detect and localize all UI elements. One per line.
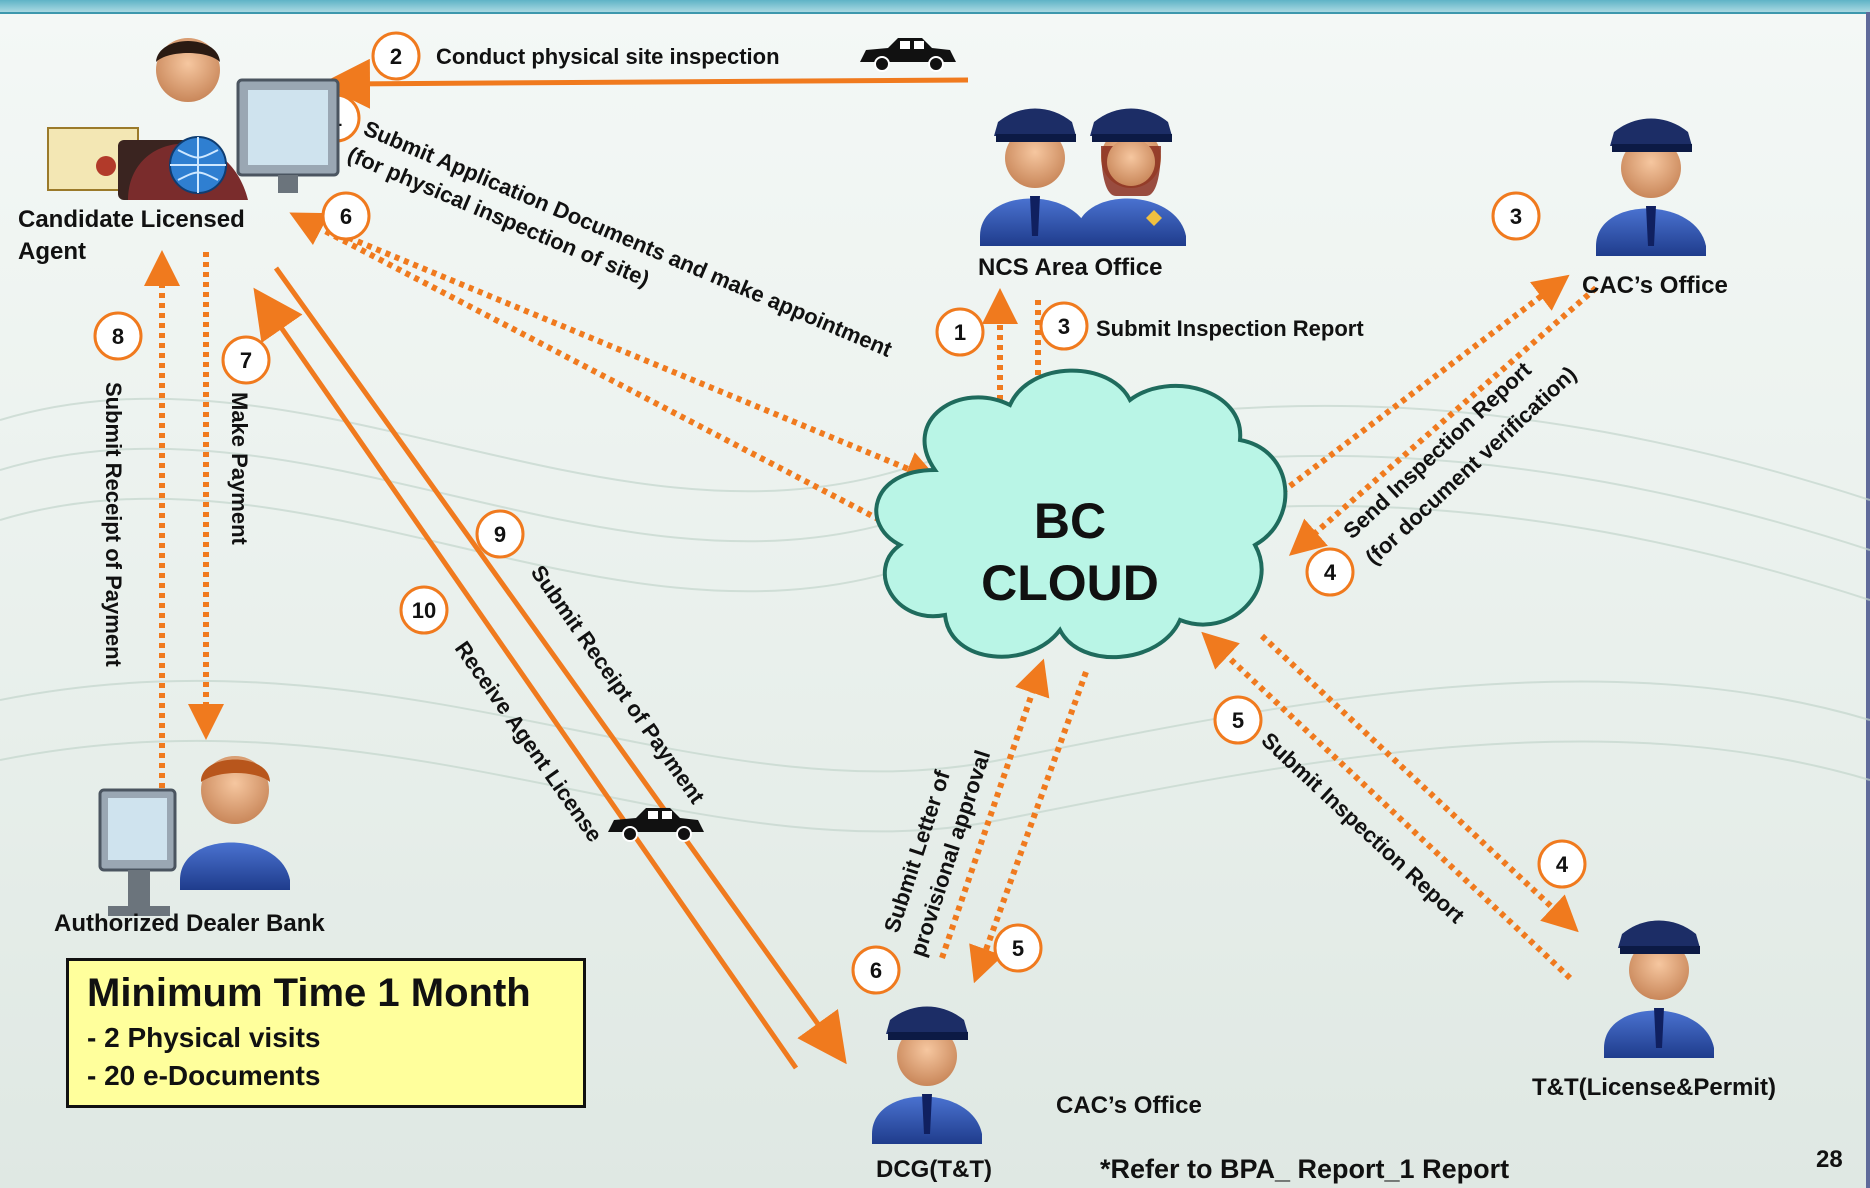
step-circle-2: 2 (371, 31, 421, 81)
step-circle-3-cac: 3 (1491, 191, 1541, 241)
svg-text:6: 6 (340, 204, 352, 229)
step-circle-5-dcg: 5 (993, 923, 1043, 973)
cloud-label-line2: CLOUD (981, 555, 1159, 611)
step-circle-4-cac: 4 (1305, 547, 1355, 597)
arrow-9 (273, 266, 847, 1065)
note-line-documents: - 20 e-Documents (87, 1060, 321, 1091)
bank-clerk-icon (98, 756, 290, 916)
svg-text:5: 5 (1232, 708, 1244, 733)
svg-text:2: 2 (390, 44, 402, 69)
label-arrow-10: Receive Agent License (450, 637, 607, 847)
label-ncs-area-office: NCS Area Office (978, 254, 1163, 281)
note-line-visits: - 2 Physical visits (87, 1022, 321, 1053)
bc-cloud: BC CLOUD (874, 368, 1288, 660)
label-arrow-5: Submit Inspection Report (1257, 727, 1470, 928)
svg-text:3: 3 (1058, 314, 1070, 339)
svg-text:4: 4 (1556, 852, 1569, 877)
top-banner (0, 0, 1870, 14)
label-arrow-1-line1: Submit Application Documents and make ap… (360, 116, 896, 362)
footer-reference: *Refer to BPA_ Report_1 Report (1100, 1154, 1510, 1184)
arrow-5-tt (1201, 631, 1573, 981)
officer-icon (872, 1006, 982, 1144)
car-icon (608, 808, 704, 842)
arrow-3-cac (1280, 274, 1570, 495)
step-circle-7: 7 (221, 335, 271, 385)
step-circle-1-ncs: 1 (935, 307, 985, 357)
officer-icon (1604, 920, 1714, 1058)
officer-icon (1596, 118, 1706, 256)
step-circle-10: 10 (399, 585, 449, 635)
label-candidate: Candidate Licensed Agent (18, 206, 245, 265)
label-dcg: DCG(T&T) (876, 1156, 992, 1183)
step-circle-9: 9 (475, 509, 525, 559)
svg-text:8: 8 (112, 324, 124, 349)
arrow-6-dcg (939, 658, 1050, 959)
arrow-6-candidate (289, 212, 882, 523)
label-arrow-2: Conduct physical site inspection (436, 44, 780, 69)
arrow-1-submit-docs (328, 227, 942, 486)
step-circle-3-ncs: 3 (1039, 301, 1089, 351)
label-arrow-8: Submit Receipt of Payment (101, 382, 126, 668)
arrow-4-tt (1259, 633, 1579, 933)
label-arrow-4-line2: (for document verification) (1360, 361, 1581, 569)
svg-text:5: 5 (1012, 936, 1024, 961)
label-cac-office-bottom: CAC’s Office (1056, 1092, 1202, 1119)
svg-text:1: 1 (954, 320, 966, 345)
svg-text:6: 6 (870, 958, 882, 983)
label-arrow-4-line1: Send Inspection Report (1338, 357, 1536, 544)
svg-text:7: 7 (240, 348, 252, 373)
arrow-2 (320, 58, 969, 109)
svg-text:3: 3 (1510, 204, 1522, 229)
svg-text:9: 9 (494, 522, 506, 547)
officer-icon (1076, 108, 1186, 246)
arrow-10 (253, 287, 799, 1070)
businessman-icon (47, 38, 340, 200)
minimum-time-note: Minimum Time 1 Month - 2 Physical visits… (66, 958, 586, 1108)
svg-text:10: 10 (412, 598, 436, 623)
arrow-5-dcg (969, 670, 1089, 984)
label-arrow-7: Make Payment (227, 392, 252, 546)
step-circle-6-dcg: 6 (851, 945, 901, 995)
car-icon (860, 38, 956, 72)
officer-icon (980, 108, 1090, 246)
svg-text:4: 4 (1324, 560, 1337, 585)
page-number: 28 (1816, 1146, 1843, 1173)
step-circle-5-tt: 5 (1213, 695, 1263, 745)
note-title: Minimum Time 1 Month (87, 971, 531, 1015)
label-arrow-3-ncs: Submit Inspection Report (1096, 316, 1364, 341)
label-cac-office-top: CAC’s Office (1582, 272, 1728, 299)
cloud-label-line1: BC (1034, 493, 1106, 549)
step-circle-6-candidate: 6 (321, 191, 371, 241)
label-authorized-dealer-bank: Authorized Dealer Bank (54, 910, 325, 937)
step-circle-4-tt: 4 (1537, 839, 1587, 889)
step-circle-8: 8 (93, 311, 143, 361)
label-tt-license-permit: T&T(License&Permit) (1532, 1074, 1777, 1101)
